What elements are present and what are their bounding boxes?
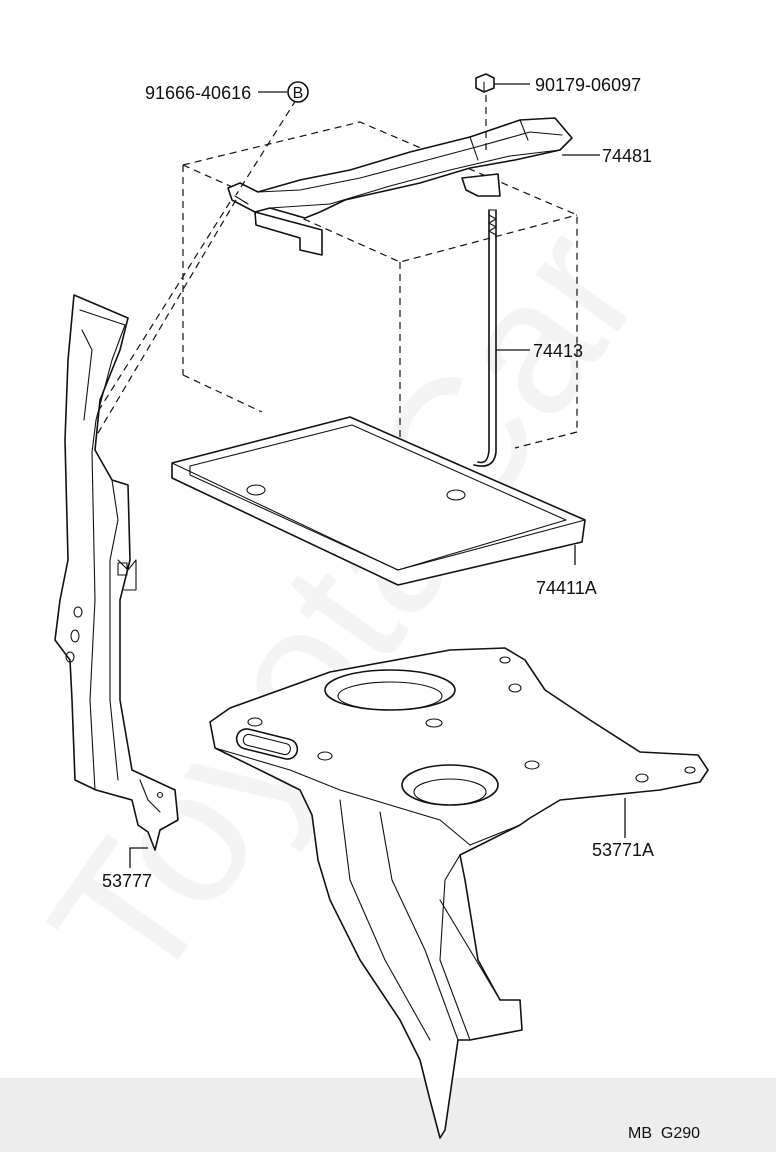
- bottom-band: [0, 1078, 776, 1152]
- label-90179-06097: 90179-06097: [535, 75, 641, 95]
- label-53771a: 53771A: [592, 840, 654, 860]
- nut-90179-06097: [475, 73, 495, 150]
- label-74481: 74481: [602, 146, 652, 166]
- battery-hold-down-rod: [473, 209, 497, 467]
- battery-tray: [171, 416, 586, 586]
- side-bracket: [54, 294, 179, 851]
- label-91666-40616: 91666-40616: [145, 83, 251, 103]
- label-74411a: 74411A: [536, 578, 597, 598]
- label-53777: 53777: [102, 871, 152, 891]
- figure-reference: MB G290: [628, 1125, 700, 1142]
- bolt-b-dashed-path: [79, 99, 297, 456]
- bolt-b-callout-circle: [287, 81, 309, 103]
- label-74413: 74413: [533, 341, 583, 361]
- label-leaders: [129, 83, 626, 868]
- battery-carrier: [209, 647, 709, 1139]
- bolt-b-code: B: [293, 85, 304, 102]
